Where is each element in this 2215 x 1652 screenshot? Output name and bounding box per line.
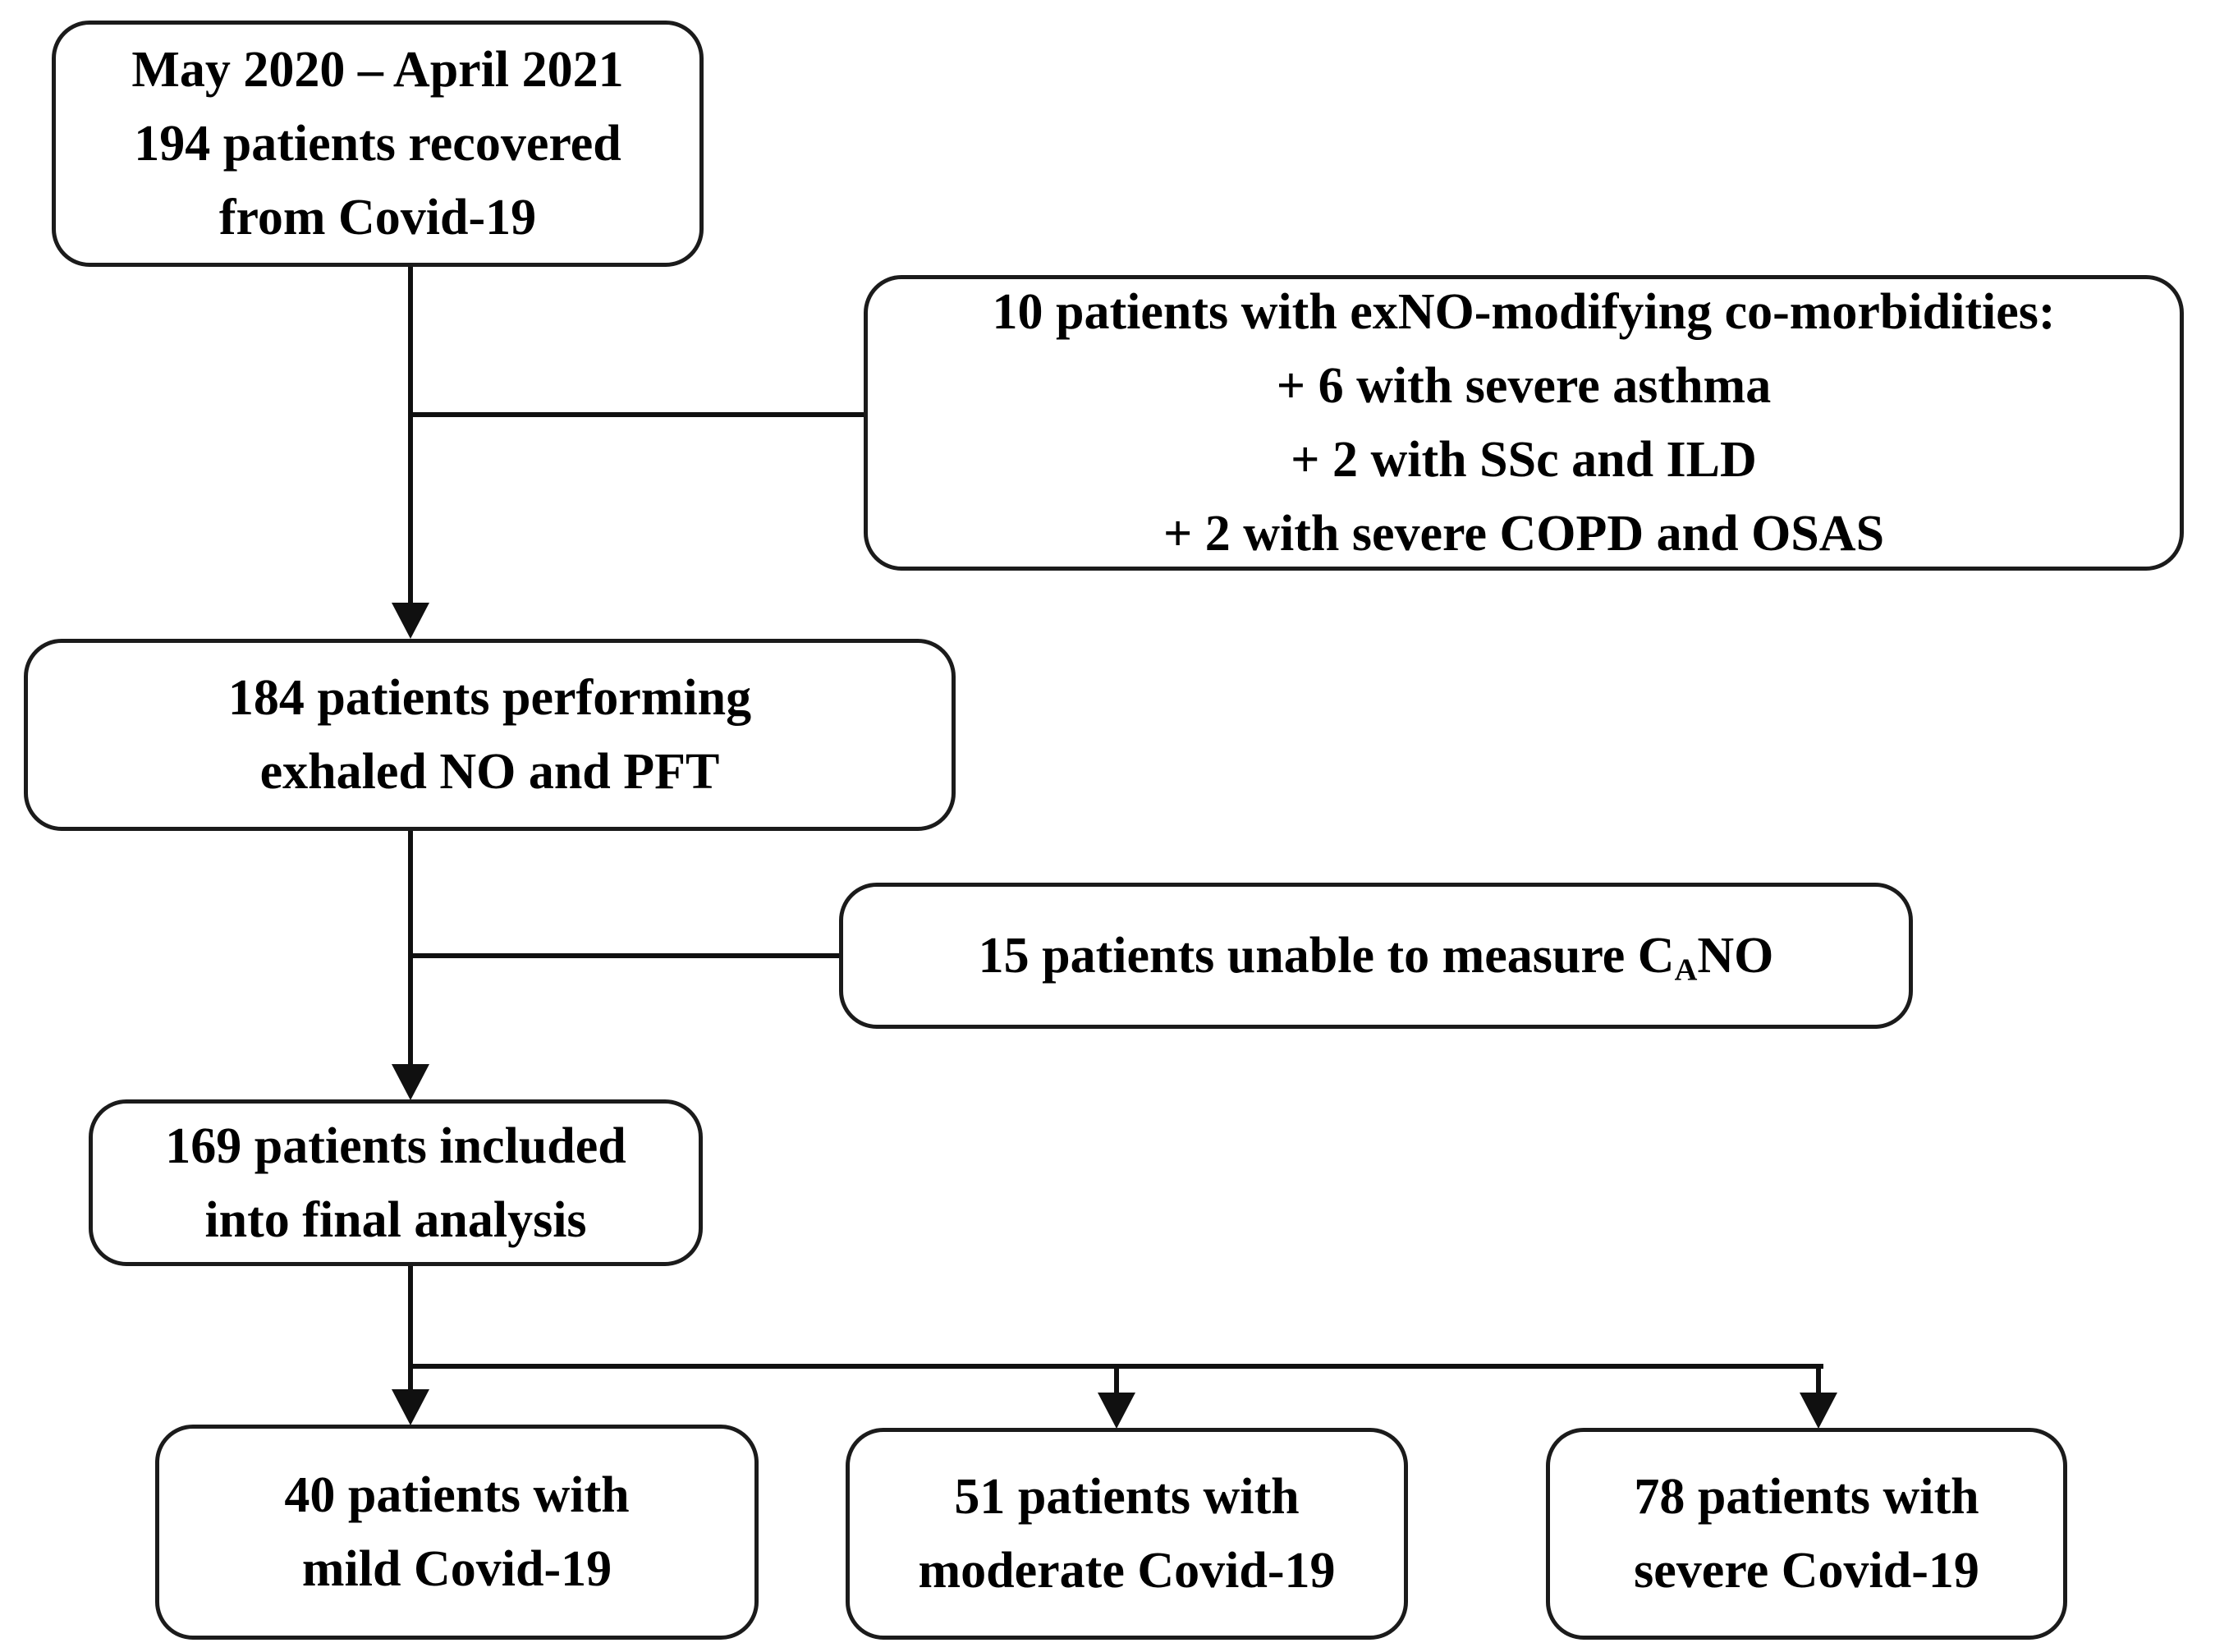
- arrowhead-performed: [392, 603, 429, 639]
- box-moderate-covid: 51 patients with moderate Covid-19: [846, 1428, 1408, 1640]
- performed-tests-line-1: 184 patients performing: [227, 670, 752, 726]
- arrowhead-moderate: [1098, 1393, 1135, 1429]
- excluded-cano-suffix: NO: [1697, 928, 1774, 984]
- excluded-comorbidities-line-1: 10 patients with exNO-modifying co-morbi…: [992, 284, 2056, 340]
- performed-tests-line-2: exhaled NO and PFT: [259, 744, 720, 800]
- arrowhead-mild: [392, 1389, 429, 1425]
- connector-branch-excluded-cano: [408, 953, 842, 958]
- connector-branch-to-moderate: [1114, 1364, 1119, 1395]
- excluded-cano-subscript: A: [1674, 952, 1698, 988]
- connector-final-to-mild: [408, 1264, 413, 1392]
- box-mild-covid: 40 patients with mild Covid-19: [155, 1425, 759, 1640]
- recruited-line-3: from Covid-19: [218, 190, 537, 246]
- box-performed-tests: 184 patients performing exhaled NO and P…: [24, 639, 956, 831]
- box-severe-covid: 78 patients with severe Covid-19: [1546, 1428, 2067, 1640]
- moderate-covid-line-2: moderate Covid-19: [918, 1543, 1336, 1599]
- excluded-comorbidities-line-4: + 2 with severe COPD and OSAS: [1163, 506, 1885, 562]
- connector-recruited-to-performed: [408, 265, 413, 608]
- box-excluded-comorbidities: 10 patients with exNO-modifying co-morbi…: [864, 275, 2184, 571]
- excluded-comorbidities-line-3: + 2 with SSc and ILD: [1291, 432, 1757, 488]
- final-analysis-line-1: 169 patients included: [165, 1117, 626, 1174]
- recruited-line-1: May 2020 – April 2021: [131, 42, 624, 98]
- connector-branch-excluded-comorbidities: [408, 412, 866, 417]
- excluded-cano-line: 15 patients unable to measure CANO: [979, 919, 1774, 993]
- arrowhead-severe: [1800, 1393, 1837, 1429]
- moderate-covid-line-1: 51 patients with: [954, 1469, 1300, 1525]
- box-recruited-patients: May 2020 – April 2021 194 patients recov…: [52, 21, 704, 267]
- box-final-analysis: 169 patients included into final analysi…: [89, 1099, 703, 1266]
- excluded-cano-prefix: 15 patients unable to measure C: [978, 928, 1675, 984]
- arrowhead-final: [392, 1064, 429, 1100]
- recruited-line-2: 194 patients recovered: [134, 116, 621, 172]
- final-analysis-line-2: into final analysis: [204, 1191, 587, 1248]
- mild-covid-line-2: mild Covid-19: [301, 1541, 612, 1597]
- connector-branch-to-severe: [1816, 1364, 1821, 1395]
- excluded-comorbidities-line-2: + 6 with severe asthma: [1276, 358, 1772, 414]
- severe-covid-line-2: severe Covid-19: [1634, 1543, 1979, 1599]
- connector-performed-to-final: [408, 829, 413, 1066]
- severe-covid-line-1: 78 patients with: [1634, 1469, 1979, 1525]
- mild-covid-line-1: 40 patients with: [284, 1467, 630, 1523]
- box-excluded-cano: 15 patients unable to measure CANO: [839, 883, 1913, 1029]
